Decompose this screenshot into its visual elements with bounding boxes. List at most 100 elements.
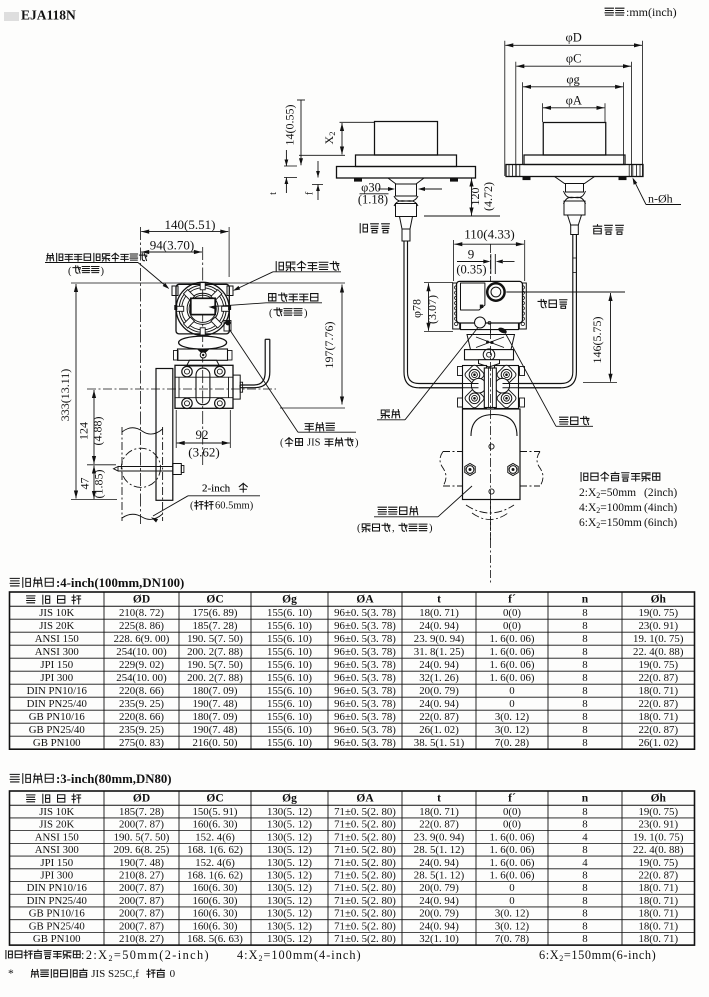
svg-text:18(0. 71): 18(0. 71) — [638, 895, 678, 907]
svg-text:2-inch: 2-inch — [202, 483, 231, 495]
svg-text:GB PN10/16: GB PN10/16 — [29, 711, 86, 723]
svg-text:23(0. 91): 23(0. 91) — [638, 819, 678, 831]
svg-text::2:X2=50mm(2-inch): :2:X2=50mm(2-inch) — [81, 948, 210, 963]
svg-text:130(5. 12): 130(5. 12) — [267, 844, 312, 856]
svg-text:96±0. 5(3. 78): 96±0. 5(3. 78) — [334, 737, 396, 749]
svg-text:GB PN25/40: GB PN25/40 — [29, 724, 85, 736]
svg-text:8: 8 — [582, 685, 587, 697]
svg-text:1. 6(0. 06): 1. 6(0. 06) — [490, 659, 535, 671]
svg-text:f´: f´ — [508, 793, 516, 805]
svg-text:): ) — [101, 266, 105, 277]
svg-text:22(0. 87): 22(0. 87) — [419, 711, 459, 723]
svg-text:190(7. 48): 190(7. 48) — [193, 724, 238, 736]
svg-text:22. 4(0. 88): 22. 4(0. 88) — [633, 844, 684, 856]
svg-text:0(0): 0(0) — [503, 607, 521, 619]
svg-text:225(8. 86): 225(8. 86) — [119, 620, 164, 632]
svg-text:1. 6(0. 06): 1. 6(0. 06) — [490, 672, 535, 684]
svg-text:8: 8 — [582, 724, 587, 736]
svg-text:71±0. 5(2. 80): 71±0. 5(2. 80) — [334, 933, 396, 945]
svg-text:96±0. 5(3. 78): 96±0. 5(3. 78) — [334, 646, 396, 658]
svg-text:(: ( — [280, 438, 284, 449]
svg-text:φC: φC — [566, 52, 582, 66]
svg-text:19(0. 75): 19(0. 75) — [638, 857, 678, 869]
svg-text:,: , — [392, 523, 395, 534]
svg-text:n-Øh: n-Øh — [648, 192, 673, 206]
svg-text:JIS 10K: JIS 10K — [39, 806, 74, 818]
svg-text:ØC: ØC — [206, 793, 223, 805]
svg-text:185(7. 28): 185(7. 28) — [193, 620, 238, 632]
svg-text:(2inch): (2inch) — [644, 487, 677, 499]
svg-text:120: 120 — [468, 188, 482, 206]
svg-text:130(5. 12): 130(5. 12) — [267, 819, 312, 831]
svg-text:110(4.33): 110(4.33) — [464, 227, 514, 242]
svg-text:220(8. 66): 220(8. 66) — [119, 685, 164, 697]
svg-text:(3.07): (3.07) — [425, 295, 439, 324]
svg-text:24(0. 94): 24(0. 94) — [419, 895, 459, 907]
svg-text:24(0. 94): 24(0. 94) — [419, 620, 459, 632]
svg-text:155(6. 10): 155(6. 10) — [267, 607, 312, 619]
svg-text:71±0. 5(2. 80): 71±0. 5(2. 80) — [334, 806, 396, 818]
svg-text:(: ( — [269, 308, 273, 319]
svg-text:Øh: Øh — [651, 594, 667, 606]
svg-text:200(7. 87): 200(7. 87) — [119, 895, 164, 907]
svg-text:20(0. 79): 20(0. 79) — [419, 908, 459, 920]
svg-text:235(9. 25): 235(9. 25) — [119, 724, 164, 736]
svg-text:18(0. 71): 18(0. 71) — [638, 920, 678, 932]
svg-text:160(6. 30): 160(6. 30) — [193, 895, 238, 907]
svg-text:1. 6(0. 06): 1. 6(0. 06) — [490, 844, 535, 856]
svg-text:18(0. 71): 18(0. 71) — [638, 908, 678, 920]
svg-text:0: 0 — [509, 882, 514, 894]
svg-text:18(0. 71): 18(0. 71) — [638, 882, 678, 894]
svg-text:23(0. 91): 23(0. 91) — [638, 620, 678, 632]
svg-text:130(5. 12): 130(5. 12) — [267, 895, 312, 907]
svg-text:28. 5(1. 12): 28. 5(1. 12) — [414, 844, 465, 856]
svg-text:228. 6(9. 00): 228. 6(9. 00) — [114, 633, 170, 645]
svg-text:60.5mm): 60.5mm) — [215, 501, 254, 512]
svg-text:t: t — [268, 192, 279, 195]
svg-text:32(1. 26): 32(1. 26) — [419, 672, 459, 684]
svg-text:3(0. 12): 3(0. 12) — [495, 724, 530, 736]
svg-text:0: 0 — [509, 685, 514, 697]
svg-text:155(6. 10): 155(6. 10) — [267, 724, 312, 736]
svg-text:4: 4 — [582, 857, 588, 869]
svg-text:275(0. 83): 275(0. 83) — [119, 737, 164, 749]
svg-text:6:X2=150mm: 6:X2=150mm — [579, 517, 642, 530]
svg-text:200(7. 87): 200(7. 87) — [119, 920, 164, 932]
svg-text:1. 6(0. 06): 1. 6(0. 06) — [490, 633, 535, 645]
svg-text:47: 47 — [78, 478, 92, 490]
svg-text:160(6. 30): 160(6. 30) — [193, 882, 238, 894]
svg-text:8: 8 — [582, 607, 587, 619]
svg-text:ØA: ØA — [356, 793, 374, 805]
svg-text:0(0): 0(0) — [503, 620, 521, 632]
svg-text:185(7. 28): 185(7. 28) — [119, 806, 164, 818]
svg-text:f´: f´ — [508, 594, 516, 606]
svg-text:220(8. 66): 220(8. 66) — [119, 711, 164, 723]
svg-text:0(0): 0(0) — [503, 806, 521, 818]
svg-text:22. 4(0. 88): 22. 4(0. 88) — [633, 646, 684, 658]
svg-text:18(0. 71): 18(0. 71) — [638, 711, 678, 723]
svg-text:210(8. 27): 210(8. 27) — [119, 870, 164, 882]
svg-text:Øg: Øg — [282, 793, 297, 805]
svg-text:71±0. 5(2. 80): 71±0. 5(2. 80) — [334, 920, 396, 932]
svg-text:8: 8 — [582, 819, 587, 831]
svg-text:96±0. 5(3. 78): 96±0. 5(3. 78) — [334, 620, 396, 632]
svg-text:180(7. 09): 180(7. 09) — [193, 685, 238, 697]
svg-text:ANSI 300: ANSI 300 — [35, 646, 79, 658]
svg-text:8: 8 — [582, 920, 587, 932]
svg-text:2-inch: 2-inch — [202, 483, 231, 495]
svg-text:152. 4(6): 152. 4(6) — [195, 857, 235, 869]
svg-text:31. 8(1. 25): 31. 8(1. 25) — [414, 646, 465, 658]
svg-text:235(9. 25): 235(9. 25) — [119, 698, 164, 710]
svg-text:7(0. 78): 7(0. 78) — [495, 933, 530, 945]
svg-text:160(6. 30): 160(6. 30) — [193, 920, 238, 932]
svg-text:168. 1(6. 62): 168. 1(6. 62) — [187, 870, 243, 882]
svg-text:): ) — [304, 308, 308, 319]
svg-text:71±0. 5(2. 80): 71±0. 5(2. 80) — [334, 870, 396, 882]
svg-text:8: 8 — [582, 806, 587, 818]
svg-text:96±0. 5(3. 78): 96±0. 5(3. 78) — [334, 672, 396, 684]
svg-text:JIS 20K: JIS 20K — [39, 620, 74, 632]
svg-text:(4.88): (4.88) — [91, 417, 105, 446]
svg-text:GB PN25/40: GB PN25/40 — [29, 920, 85, 932]
svg-text:1. 6(0. 06): 1. 6(0. 06) — [490, 870, 535, 882]
svg-text:4: 4 — [582, 831, 588, 843]
